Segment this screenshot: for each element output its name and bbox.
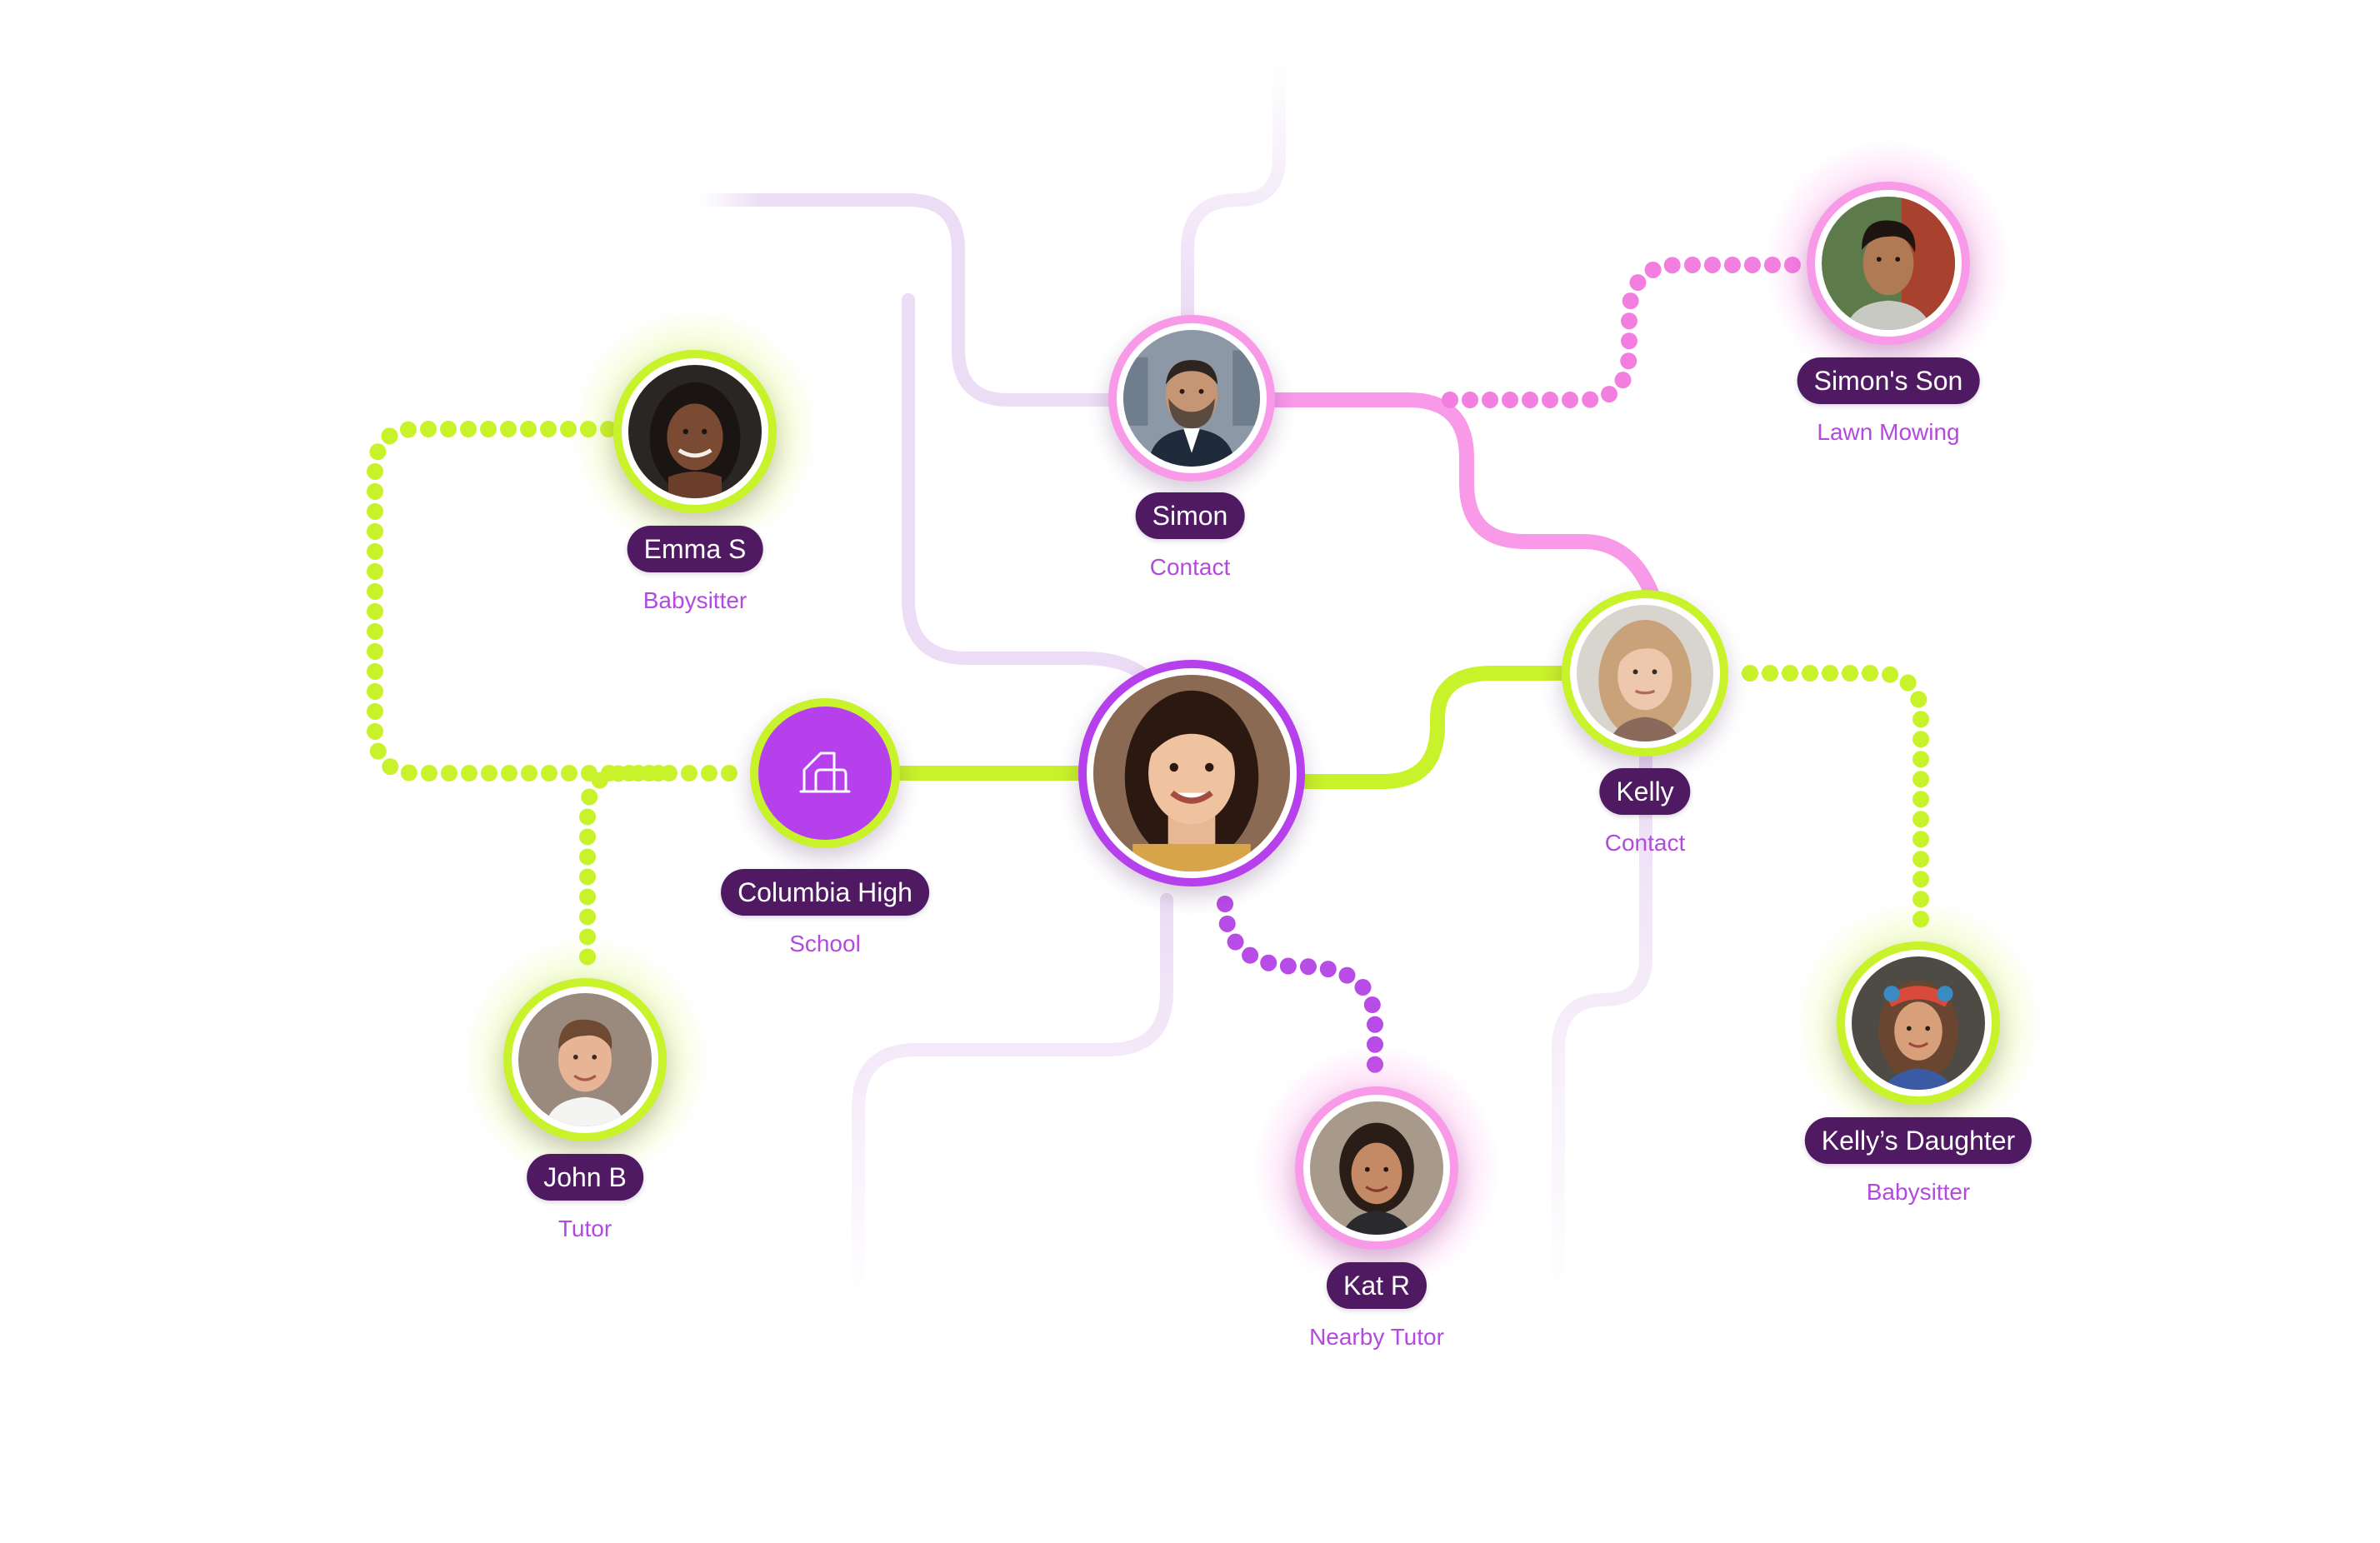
kelly-name-pill: Kelly — [1599, 768, 1690, 815]
kelly-avatar[interactable] — [1562, 590, 1728, 757]
dotted-kat — [1225, 904, 1375, 1075]
school-name-pill: Columbia High — [721, 869, 929, 916]
dotted-simons-son — [1450, 265, 1808, 400]
simon-avatar[interactable] — [1108, 315, 1275, 482]
building-icon — [799, 750, 851, 796]
emma-avatar[interactable] — [613, 350, 777, 513]
kelly-role: Contact — [1605, 830, 1686, 856]
kat-avatar[interactable] — [1295, 1086, 1458, 1250]
simons-son-name-pill: Simon's Son — [1798, 357, 1980, 404]
school-node[interactable] — [750, 698, 900, 848]
track-top-vertical — [1188, 58, 1279, 317]
lime-line-center-kelly — [1300, 673, 1575, 781]
kellys-daughter-avatar[interactable] — [1837, 941, 2000, 1105]
kat-role: Nearby Tutor — [1309, 1324, 1444, 1351]
john-role: Tutor — [558, 1216, 612, 1242]
emma-name-pill: Emma S — [628, 526, 763, 572]
simon-role: Contact — [1150, 554, 1231, 581]
john-photo — [518, 993, 652, 1126]
simon-name-pill: Simon — [1136, 492, 1245, 539]
simons-son-photo — [1822, 197, 1955, 330]
emma-role: Babysitter — [643, 587, 748, 614]
center-person-avatar[interactable] — [1078, 660, 1305, 886]
kat-photo — [1310, 1101, 1443, 1235]
kat-name-pill: Kat R — [1327, 1262, 1427, 1309]
emma-photo — [628, 365, 762, 498]
simons-son-avatar[interactable] — [1807, 182, 1970, 345]
kelly-photo — [1577, 605, 1713, 742]
pink-line-simon-kelly — [1275, 400, 1654, 600]
center-person-photo — [1093, 675, 1290, 871]
school-role: School — [789, 931, 861, 957]
kellys-daughter-name-pill: Kelly’s Daughter — [1805, 1117, 2032, 1164]
kellys-daughter-photo — [1852, 956, 1985, 1090]
track-bottom-left — [858, 900, 1167, 1300]
john-name-pill: John B — [527, 1154, 643, 1201]
kellys-daughter-role: Babysitter — [1867, 1179, 1971, 1206]
simon-photo — [1123, 330, 1260, 467]
dotted-john — [588, 773, 658, 966]
john-avatar[interactable] — [503, 978, 667, 1141]
dotted-kelly-daughter — [1750, 673, 1921, 933]
simons-son-role: Lawn Mowing — [1817, 419, 1959, 446]
